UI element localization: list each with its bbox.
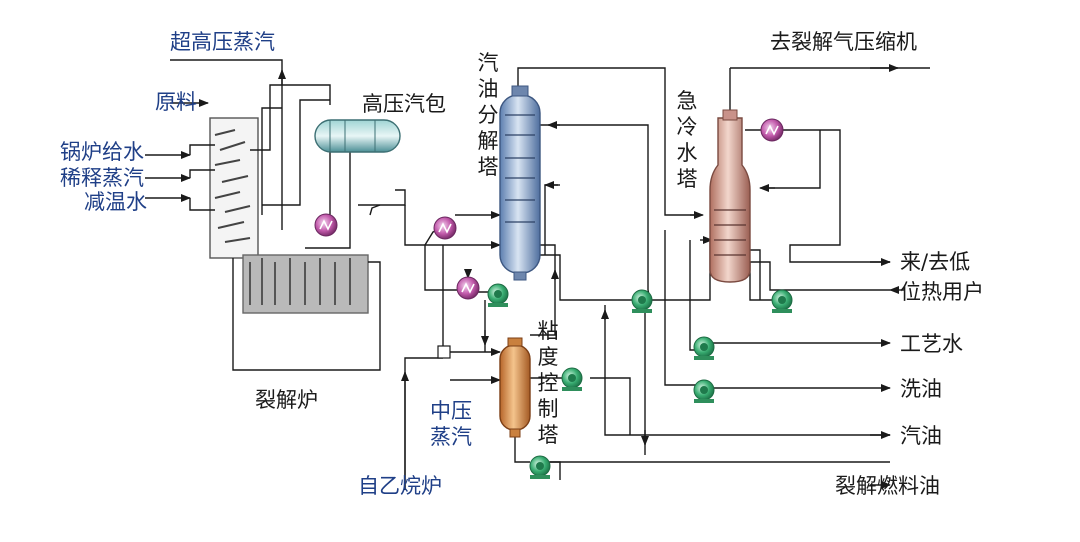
- super-high-steam-label: 超高压蒸汽: [170, 30, 275, 54]
- to-compressor-label: 去裂解气压缩机: [770, 30, 917, 54]
- cracking-furnace-label: 裂解炉: [255, 388, 318, 412]
- low-heat-users-line2: 位热用户: [900, 280, 984, 304]
- pump-icon: [487, 283, 793, 480]
- process-water-label: 工艺水: [900, 332, 963, 356]
- quench-tower-icon: [709, 109, 751, 283]
- mixer-box: [437, 345, 451, 359]
- dilution-steam-label: 稀释蒸汽: [60, 166, 144, 190]
- gasoline-fractionator-label: 汽油分解塔: [477, 51, 499, 179]
- visbreaker-tower-label: 粘度控制塔: [537, 319, 559, 447]
- ethane-furnace-label: 自乙烷炉: [358, 474, 442, 498]
- steam-drum-label: 高压汽包: [362, 92, 446, 116]
- furnace-icon: [209, 117, 369, 314]
- visbreaker-icon: [499, 337, 531, 438]
- steam-drum-icon: [314, 119, 401, 153]
- quench-tower-label: 急冷水塔: [676, 89, 698, 191]
- cracked-fuel-oil-label: 裂解燃料油: [835, 474, 940, 498]
- boiler-feedwater-label: 锅炉给水: [60, 140, 144, 164]
- gasoline-label: 汽油: [900, 424, 942, 448]
- fractionator-icon: [499, 85, 541, 281]
- low-heat-users-line1: 来/去低: [900, 250, 971, 274]
- wash-oil-label: 洗油: [900, 377, 942, 401]
- desuperheat-water-label: 减温水: [84, 190, 147, 214]
- mp-steam-label: 中压蒸汽: [430, 399, 472, 449]
- feedstock-label: 原料: [155, 90, 197, 114]
